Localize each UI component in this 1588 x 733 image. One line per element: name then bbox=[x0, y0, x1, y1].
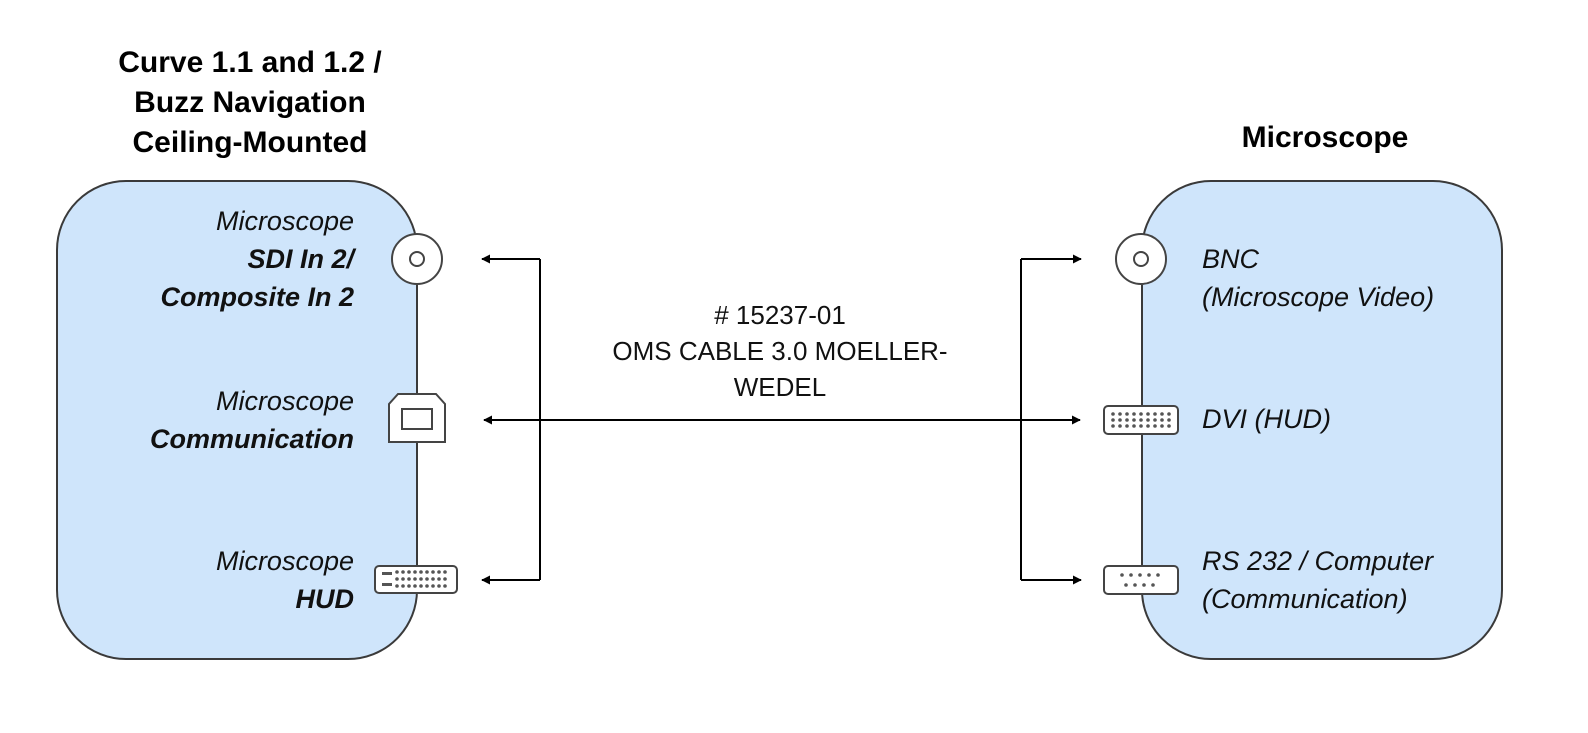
left-port-hud-bold: HUD bbox=[295, 584, 355, 614]
left-port-label-hud: Microscope HUD bbox=[24, 542, 354, 618]
dvi-connector-icon bbox=[374, 565, 458, 594]
cable-name-line-2: WEDEL bbox=[733, 372, 827, 402]
cable-label: # 15237-01 OMS CABLE 3.0 MOELLER- WEDEL bbox=[540, 297, 1020, 405]
left-port-video-bold-1: SDI In 2/ bbox=[247, 244, 354, 274]
rs232-connector-icon bbox=[1103, 565, 1179, 595]
right-port-rs232-line-2: (Communication) bbox=[1202, 584, 1408, 614]
left-port-comm-bold: Communication bbox=[149, 424, 354, 454]
cable-part-number: # 15237-01 bbox=[714, 300, 846, 330]
right-device-box bbox=[1141, 180, 1503, 660]
usb-b-connector-icon bbox=[388, 393, 446, 443]
right-port-label-bnc: BNC (Microscope Video) bbox=[1202, 240, 1522, 316]
right-port-dvi-line-1: DVI (HUD) bbox=[1202, 404, 1331, 434]
left-port-label-video: Microscope SDI In 2/ Composite In 2 bbox=[24, 202, 354, 316]
left-title-line-2: Buzz Navigation bbox=[134, 86, 366, 119]
left-port-label-communication: Microscope Communication bbox=[24, 382, 354, 458]
left-device-title: Curve 1.1 and 1.2 / Buzz Navigation Ceil… bbox=[60, 43, 440, 163]
left-device-box bbox=[56, 180, 418, 660]
right-device-title: Microscope bbox=[1241, 121, 1409, 154]
right-port-bnc-line-1: BNC bbox=[1202, 244, 1260, 274]
cable-name-line-1: OMS CABLE 3.0 MOELLER- bbox=[612, 336, 948, 366]
bnc-connector-icon bbox=[391, 233, 443, 285]
right-port-rs232-line-1: RS 232 / Computer bbox=[1202, 546, 1434, 576]
left-title-line-1: Curve 1.1 and 1.2 / bbox=[118, 46, 382, 79]
bnc-connector-icon bbox=[1115, 233, 1167, 285]
left-port-video-normal: Microscope bbox=[215, 206, 354, 236]
left-port-hud-normal: Microscope bbox=[215, 546, 354, 576]
right-port-label-dvi: DVI (HUD) bbox=[1202, 400, 1522, 438]
left-title-line-3: Ceiling-Mounted bbox=[132, 126, 368, 159]
right-port-bnc-line-2: (Microscope Video) bbox=[1202, 282, 1435, 312]
left-port-comm-normal: Microscope bbox=[215, 386, 354, 416]
dvi-connector-icon bbox=[1103, 405, 1179, 435]
left-port-video-bold-2: Composite In 2 bbox=[160, 282, 354, 312]
right-port-label-rs232: RS 232 / Computer (Communication) bbox=[1202, 542, 1522, 618]
